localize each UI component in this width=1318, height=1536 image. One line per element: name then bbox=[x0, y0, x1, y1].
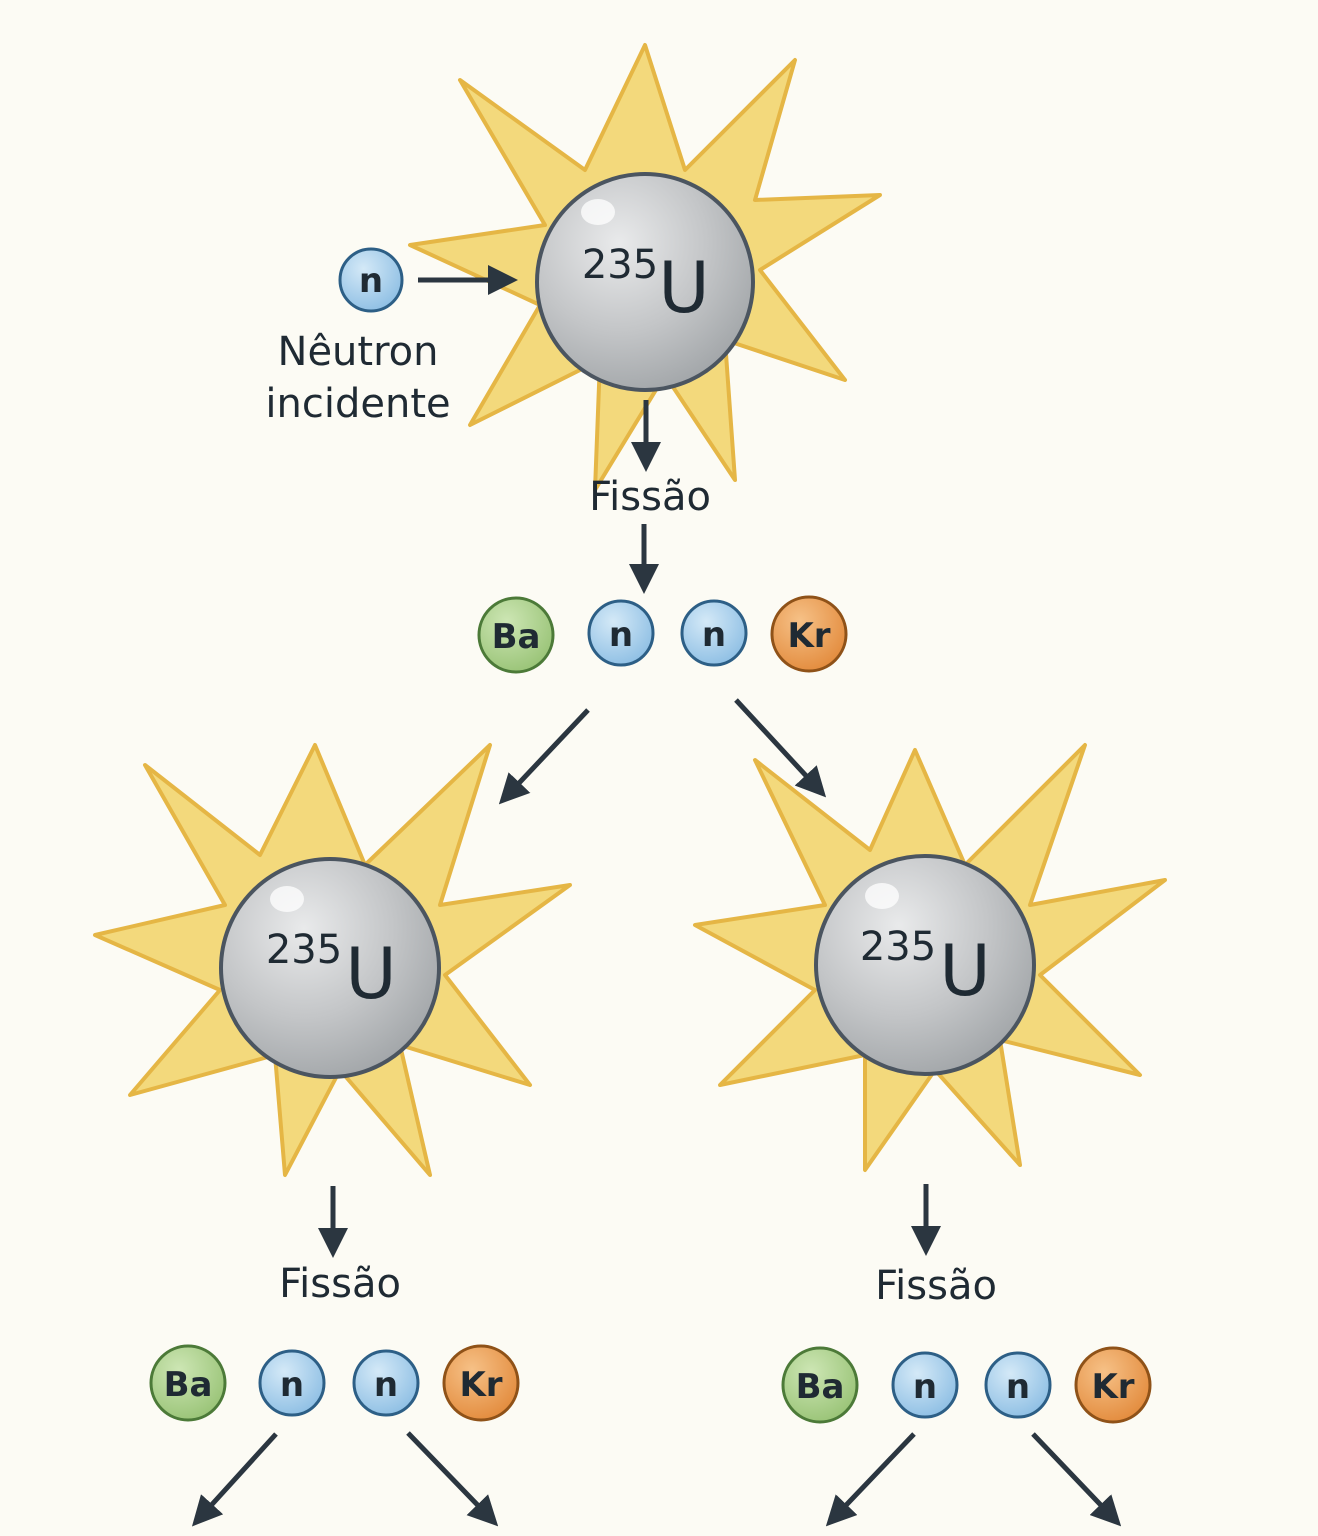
uranium-nucleus-right: 235 U bbox=[814, 854, 1036, 1076]
krypton-symbol: Kr bbox=[459, 1365, 502, 1405]
arrow-icon bbox=[406, 1431, 499, 1527]
neutron-symbol: n bbox=[280, 1365, 304, 1405]
products-right: Ba n n Kr bbox=[781, 1346, 1152, 1424]
fission-label-top: Fissão bbox=[589, 474, 711, 520]
uranium-nucleus-left: 235 U bbox=[219, 857, 441, 1079]
barium-symbol: Ba bbox=[796, 1367, 845, 1407]
incident-label-line1: Nêutron bbox=[278, 329, 439, 375]
arrow-icon bbox=[191, 1432, 278, 1527]
products-top: Ba n n Kr bbox=[477, 595, 848, 674]
uranium-mass-number: 235 bbox=[582, 242, 658, 288]
neutron-symbol: n bbox=[913, 1367, 937, 1407]
uranium-mass-number: 235 bbox=[266, 927, 342, 973]
arrow-icon bbox=[1031, 1432, 1122, 1527]
incident-neutron: n bbox=[338, 247, 404, 313]
fission-label-left: Fissão bbox=[279, 1261, 401, 1307]
krypton-symbol: Kr bbox=[787, 616, 830, 656]
uranium-mass-number: 235 bbox=[860, 924, 936, 970]
fission-label-right: Fissão bbox=[875, 1263, 997, 1309]
neutron-symbol: n bbox=[702, 615, 726, 655]
uranium-symbol: U bbox=[345, 933, 396, 1015]
arrow-icon bbox=[825, 1432, 916, 1527]
incident-neutron-symbol: n bbox=[359, 261, 383, 301]
uranium-symbol: U bbox=[658, 247, 709, 329]
neutron-symbol: n bbox=[374, 1365, 398, 1405]
arrow-icon bbox=[734, 698, 827, 798]
products-left: Ba n n Kr bbox=[149, 1344, 520, 1422]
neutron-symbol: n bbox=[1006, 1367, 1030, 1407]
arrow-icon bbox=[498, 708, 590, 805]
barium-symbol: Ba bbox=[492, 617, 541, 657]
krypton-symbol: Kr bbox=[1091, 1367, 1134, 1407]
incident-label-line2: incidente bbox=[265, 381, 450, 427]
uranium-symbol: U bbox=[939, 930, 990, 1012]
neutron-symbol: n bbox=[609, 615, 633, 655]
barium-symbol: Ba bbox=[164, 1365, 213, 1405]
uranium-nucleus-top: 235 U bbox=[535, 172, 755, 392]
